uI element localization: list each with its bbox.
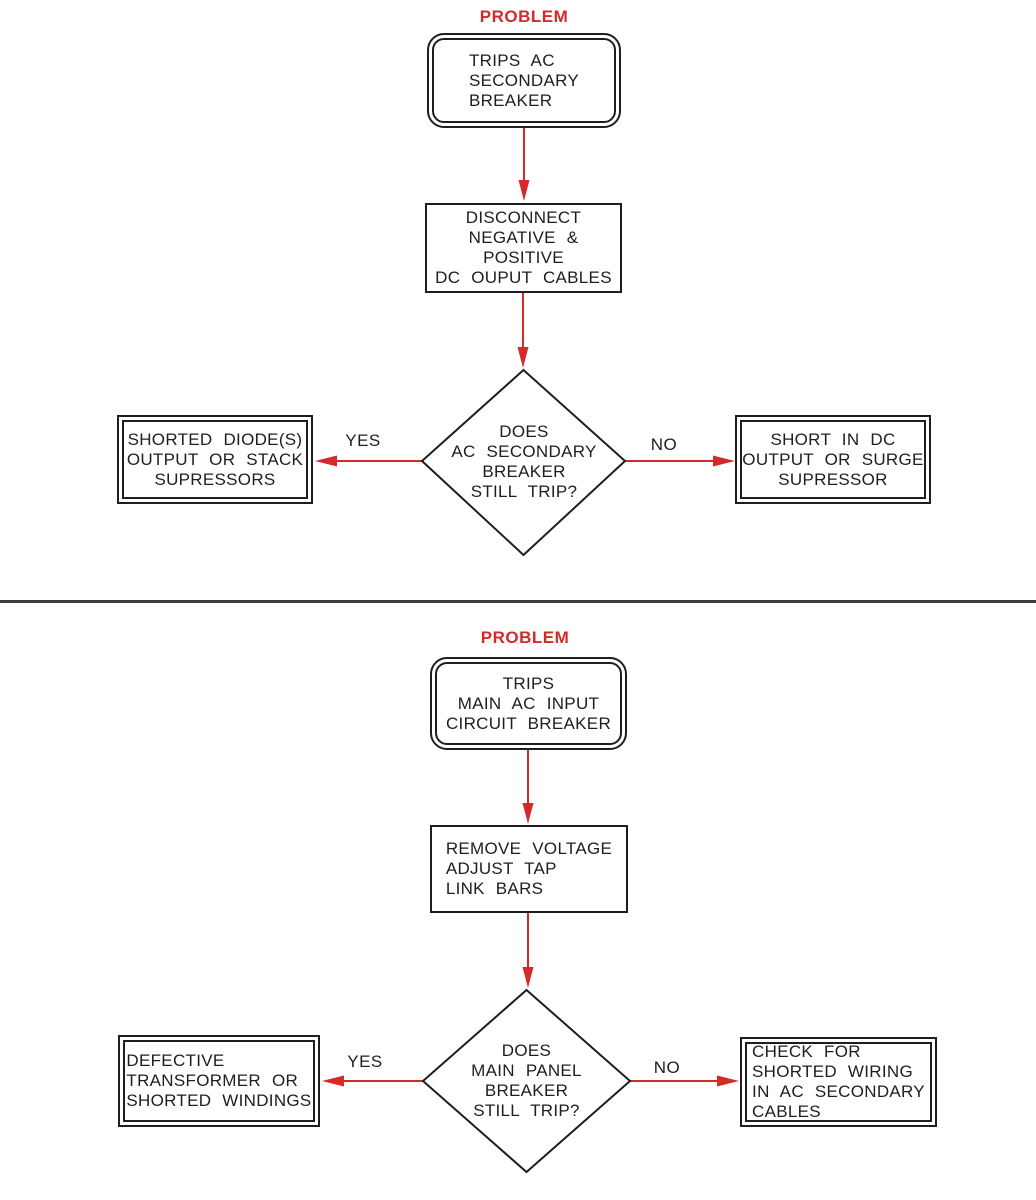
arrowhead-down-icon xyxy=(518,180,530,201)
decision-text-2: DOES MAIN PANEL BREAKER STILL TRIP? xyxy=(471,1041,582,1120)
decision-diamond-shape-2 xyxy=(421,988,632,1174)
yes-result-text: SHORTED DIODE(S) OUTPUT OR STACK SUPRESS… xyxy=(126,429,304,489)
arrowhead-left-icon xyxy=(315,455,337,467)
arrowhead-right-icon xyxy=(717,1075,739,1087)
start-terminator-text: TRIPS AC SECONDARY BREAKER xyxy=(468,50,580,110)
arrowhead-right-icon xyxy=(713,455,735,467)
start-terminator: TRIPS AC SECONDARY BREAKER xyxy=(427,33,621,128)
process-box-2: REMOVE VOLTAGE ADJUST TAP LINK BARS xyxy=(430,825,628,913)
yes-result-text-2: DEFECTIVE TRANSFORMER OR SHORTED WINDING… xyxy=(126,1051,312,1110)
decision-text: DOES AC SECONDARY BREAKER STILL TRIP? xyxy=(451,422,597,501)
yes-result-box-2: DEFECTIVE TRANSFORMER OR SHORTED WINDING… xyxy=(118,1035,320,1127)
arrowhead-down-icon xyxy=(517,347,529,368)
problem-label-2: PROBLEM xyxy=(480,628,570,647)
yes-result-box-inner: SHORTED DIODE(S) OUTPUT OR STACK SUPRESS… xyxy=(122,420,308,499)
process-box-text: DISCONNECT NEGATIVE & POSITIVE DC OUPUT … xyxy=(435,208,612,287)
arrowhead-left-icon xyxy=(322,1075,344,1087)
decision-diamond-shape xyxy=(420,368,627,557)
process-box: DISCONNECT NEGATIVE & POSITIVE DC OUPUT … xyxy=(425,203,622,293)
arrowhead-down-icon xyxy=(522,967,534,988)
no-result-box-2-inner: CHECK FOR SHORTED WIRING IN AC SECONDARY… xyxy=(745,1042,932,1122)
no-edge-label-2: NO xyxy=(653,1058,681,1077)
yes-edge-label: YES xyxy=(345,431,381,450)
process-box-2-text: REMOVE VOLTAGE ADJUST TAP LINK BARS xyxy=(445,839,613,898)
decision-text-container: DOES AC SECONDARY BREAKER STILL TRIP? xyxy=(423,372,625,552)
start-terminator-inner: TRIPS AC SECONDARY BREAKER xyxy=(432,38,616,123)
no-result-box-inner: SHORT IN DC OUTPUT OR SURGE SUPRESSOR xyxy=(740,420,926,499)
yes-edge-label-2: YES xyxy=(347,1052,383,1071)
start-terminator-2-inner: TRIPS MAIN AC INPUT CIRCUIT BREAKER xyxy=(435,662,622,745)
start-terminator-2-text: TRIPS MAIN AC INPUT CIRCUIT BREAKER xyxy=(445,673,612,733)
no-result-text-2: CHECK FOR SHORTED WIRING IN AC SECONDARY… xyxy=(752,1042,925,1121)
section-divider xyxy=(0,600,1036,603)
start-terminator-2: TRIPS MAIN AC INPUT CIRCUIT BREAKER xyxy=(430,657,627,750)
no-edge-label: NO xyxy=(650,435,678,454)
arrowhead-down-icon xyxy=(522,803,534,824)
no-result-box: SHORT IN DC OUTPUT OR SURGE SUPRESSOR xyxy=(735,415,931,504)
yes-result-box-2-inner: DEFECTIVE TRANSFORMER OR SHORTED WINDING… xyxy=(123,1040,315,1122)
yes-result-box: SHORTED DIODE(S) OUTPUT OR STACK SUPRESS… xyxy=(117,415,313,504)
problem-label: PROBLEM xyxy=(479,7,569,26)
no-result-text: SHORT IN DC OUTPUT OR SURGE SUPRESSOR xyxy=(742,429,924,489)
decision-text-container-2: DOES MAIN PANEL BREAKER STILL TRIP? xyxy=(426,992,627,1170)
no-result-box-2: CHECK FOR SHORTED WIRING IN AC SECONDARY… xyxy=(740,1037,937,1127)
